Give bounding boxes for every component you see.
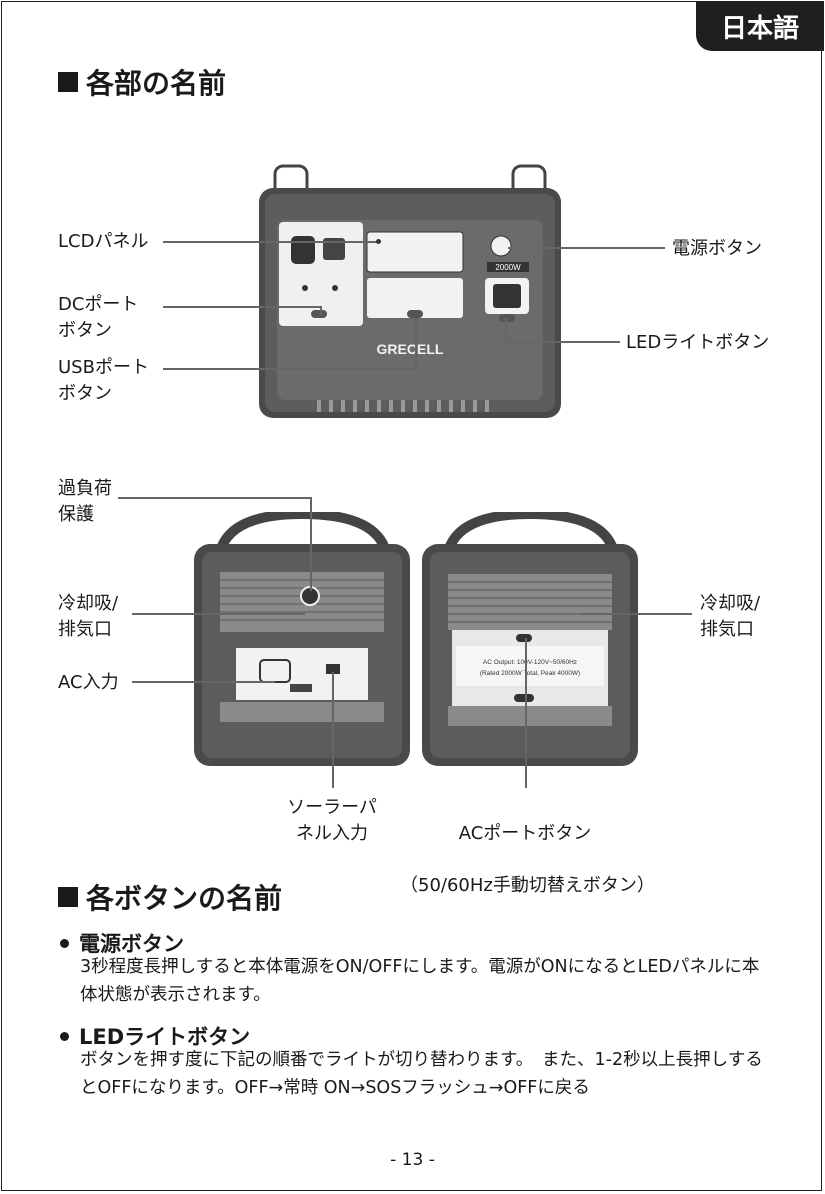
leader-power bbox=[508, 247, 665, 249]
leader-solar-vertical bbox=[332, 672, 334, 788]
leader-lcd bbox=[163, 241, 378, 243]
brand-logo: GRECELL bbox=[377, 341, 444, 357]
ac-output-text-line1: AC Output: 100V-120V~50/60Hz bbox=[483, 659, 577, 666]
leader-cooling-right bbox=[580, 613, 692, 615]
label-lcd-panel: LCDパネル bbox=[58, 231, 149, 252]
leader-dc-vertical bbox=[320, 306, 322, 315]
language-tab: 日本語 bbox=[696, 1, 824, 51]
rating-label: 2000W bbox=[495, 263, 521, 272]
leader-overload-vertical bbox=[310, 497, 312, 591]
leader-led bbox=[506, 341, 620, 343]
label-ac-input: AC入力 bbox=[58, 672, 119, 693]
front-device-illustration: 2000W GRECELL bbox=[259, 164, 561, 418]
leader-dc bbox=[163, 306, 321, 308]
square-icon bbox=[58, 887, 78, 907]
item-title-power: 電源ボタン bbox=[60, 928, 184, 958]
back-device-right-illustration: AC Output: 100V-120V~50/60Hz (Rated 2000… bbox=[422, 512, 638, 766]
leader-cooling-left bbox=[132, 613, 305, 615]
leader-led-vertical bbox=[505, 318, 507, 342]
section-title-parts: 各部の名前 bbox=[58, 62, 226, 102]
bullet-icon bbox=[60, 1031, 69, 1041]
ac-output-text-line2: (Rated 2000W Total, Peak 4000W) bbox=[480, 670, 580, 677]
leader-usb-vertical bbox=[415, 318, 417, 369]
label-cooling-right: 冷却吸/ 排気口 bbox=[700, 593, 761, 640]
label-ac-port-button: ACポートボタン （50/60Hz手動切替えボタン） bbox=[400, 823, 655, 896]
section-title-buttons: 各ボタンの名前 bbox=[58, 877, 282, 917]
leader-dot-lcd bbox=[376, 239, 381, 244]
item-text-power: 3秒程度長押しすると本体電源をON/OFFにします。電源がONになるとLEDパネ… bbox=[80, 957, 760, 1005]
item-text-led: ボタンを押す度に下記の順番でライトが切り替わります。 また、1-2秒以上長押しす… bbox=[80, 1050, 763, 1098]
label-led-light-button: LEDライトボタン bbox=[626, 332, 770, 353]
label-cooling-left: 冷却吸/ 排気口 bbox=[58, 593, 119, 640]
leader-overload bbox=[118, 497, 311, 499]
label-solar-input: ソーラーパ ネル入力 bbox=[287, 797, 377, 844]
label-power-button: 電源ボタン bbox=[672, 238, 762, 259]
label-overload-protection: 過負荷 保護 bbox=[58, 478, 112, 525]
bullet-icon bbox=[60, 938, 69, 948]
leader-ac-input bbox=[132, 681, 275, 683]
leader-usb bbox=[163, 368, 416, 370]
label-dc-port-button: DCポート ボタン bbox=[58, 294, 139, 341]
back-device-left-illustration bbox=[194, 512, 410, 766]
item-title-led: LEDライトボタン bbox=[60, 1021, 250, 1051]
leader-ac-port-vertical bbox=[525, 638, 527, 788]
page-number: - 13 - bbox=[390, 1150, 435, 1170]
square-icon bbox=[58, 72, 78, 92]
label-usb-port-button: USBポート ボタン bbox=[58, 357, 149, 404]
